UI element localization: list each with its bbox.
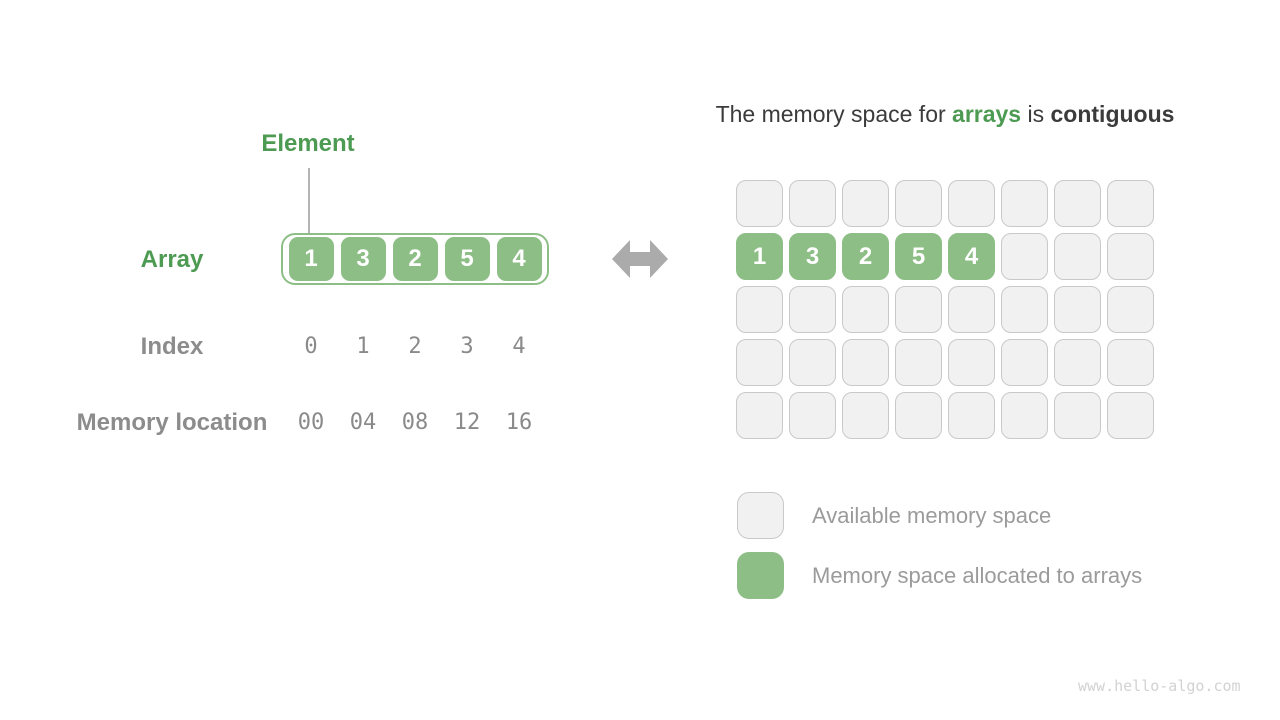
memory-cell-available xyxy=(1107,286,1154,333)
memory-cell-available xyxy=(948,392,995,439)
memory-location-value: 12 xyxy=(453,410,481,435)
memory-cell-available xyxy=(1001,339,1048,386)
memory-cell-allocated: 4 xyxy=(948,233,995,280)
legend: Available memory space Memory space allo… xyxy=(737,492,1142,599)
array-label: Array xyxy=(140,246,204,273)
memory-cell-available xyxy=(842,286,889,333)
legend-label-allocated: Memory space allocated to arrays xyxy=(812,562,1143,588)
memory-cell-available xyxy=(736,286,783,333)
memory-cell-available xyxy=(948,286,995,333)
memory-cell-available xyxy=(1054,392,1101,439)
double-arrow-icon xyxy=(612,236,668,287)
memory-cell-available xyxy=(789,392,836,439)
memory-cell-available xyxy=(842,180,889,227)
memory-cell-available xyxy=(1107,339,1154,386)
index-row: 0 1 2 3 4 xyxy=(285,333,545,361)
watermark: www.hello-algo.com xyxy=(1078,677,1241,695)
memory-cell-available xyxy=(1001,180,1048,227)
index-value: 0 xyxy=(304,334,318,359)
memory-cell-available xyxy=(1054,180,1101,227)
memory-cell-available xyxy=(1001,286,1048,333)
memory-location-label: Memory location xyxy=(76,409,268,436)
memory-cell-available xyxy=(1107,180,1154,227)
title-highlight-arrays: arrays xyxy=(952,101,1022,127)
memory-cell-available xyxy=(736,392,783,439)
memory-cell-available xyxy=(1054,233,1101,280)
memory-cell-available xyxy=(736,180,783,227)
memory-cell-available xyxy=(789,339,836,386)
title-emphasis-contiguous: contiguous xyxy=(1050,101,1175,127)
title-middle: is xyxy=(1021,101,1051,127)
element-label: Element xyxy=(261,130,355,157)
memory-cell-allocated: 3 xyxy=(789,233,836,280)
memory-cell-available xyxy=(736,339,783,386)
allocated-swatch-icon xyxy=(737,552,784,599)
index-value: 1 xyxy=(356,334,370,359)
memory-cell-available xyxy=(789,286,836,333)
memory-cell-available xyxy=(842,392,889,439)
legend-label-available: Available memory space xyxy=(812,502,1052,528)
memory-cell-available xyxy=(1054,339,1101,386)
memory-location-row: 00 04 08 12 16 xyxy=(285,409,545,437)
available-swatch-icon xyxy=(737,492,784,539)
index-label: Index xyxy=(140,333,204,360)
memory-cell-available xyxy=(1107,392,1154,439)
memory-location-value: 08 xyxy=(401,410,429,435)
index-value: 4 xyxy=(512,334,526,359)
memory-cell-available xyxy=(948,339,995,386)
memory-cell-available xyxy=(895,392,942,439)
array-cell: 4 xyxy=(496,237,542,281)
memory-cell-available xyxy=(1001,392,1048,439)
index-value: 2 xyxy=(408,334,422,359)
memory-cell-allocated: 1 xyxy=(736,233,783,280)
memory-cell-available xyxy=(895,339,942,386)
array-cell: 3 xyxy=(340,237,386,281)
memory-cell-allocated: 2 xyxy=(842,233,889,280)
legend-item-available: Available memory space xyxy=(737,492,1142,539)
legend-item-allocated: Memory space allocated to arrays xyxy=(737,552,1142,599)
memory-cell-available xyxy=(948,180,995,227)
array-cell: 5 xyxy=(444,237,490,281)
memory-cell-available xyxy=(1001,233,1048,280)
memory-cell-available xyxy=(895,180,942,227)
memory-location-value: 04 xyxy=(349,410,377,435)
element-connector-line xyxy=(308,168,310,233)
array-cell: 1 xyxy=(288,237,334,281)
memory-cell-available xyxy=(1107,233,1154,280)
array-cell: 2 xyxy=(392,237,438,281)
index-value: 3 xyxy=(460,334,474,359)
memory-cell-available xyxy=(1054,286,1101,333)
memory-cell-available xyxy=(842,339,889,386)
memory-title: The memory space for arrays is contiguou… xyxy=(716,101,1175,128)
memory-location-value: 00 xyxy=(297,410,325,435)
title-prefix: The memory space for xyxy=(715,101,953,127)
memory-cell-available xyxy=(895,286,942,333)
memory-location-value: 16 xyxy=(505,410,533,435)
memory-cell-allocated: 5 xyxy=(895,233,942,280)
memory-cell-available xyxy=(789,180,836,227)
